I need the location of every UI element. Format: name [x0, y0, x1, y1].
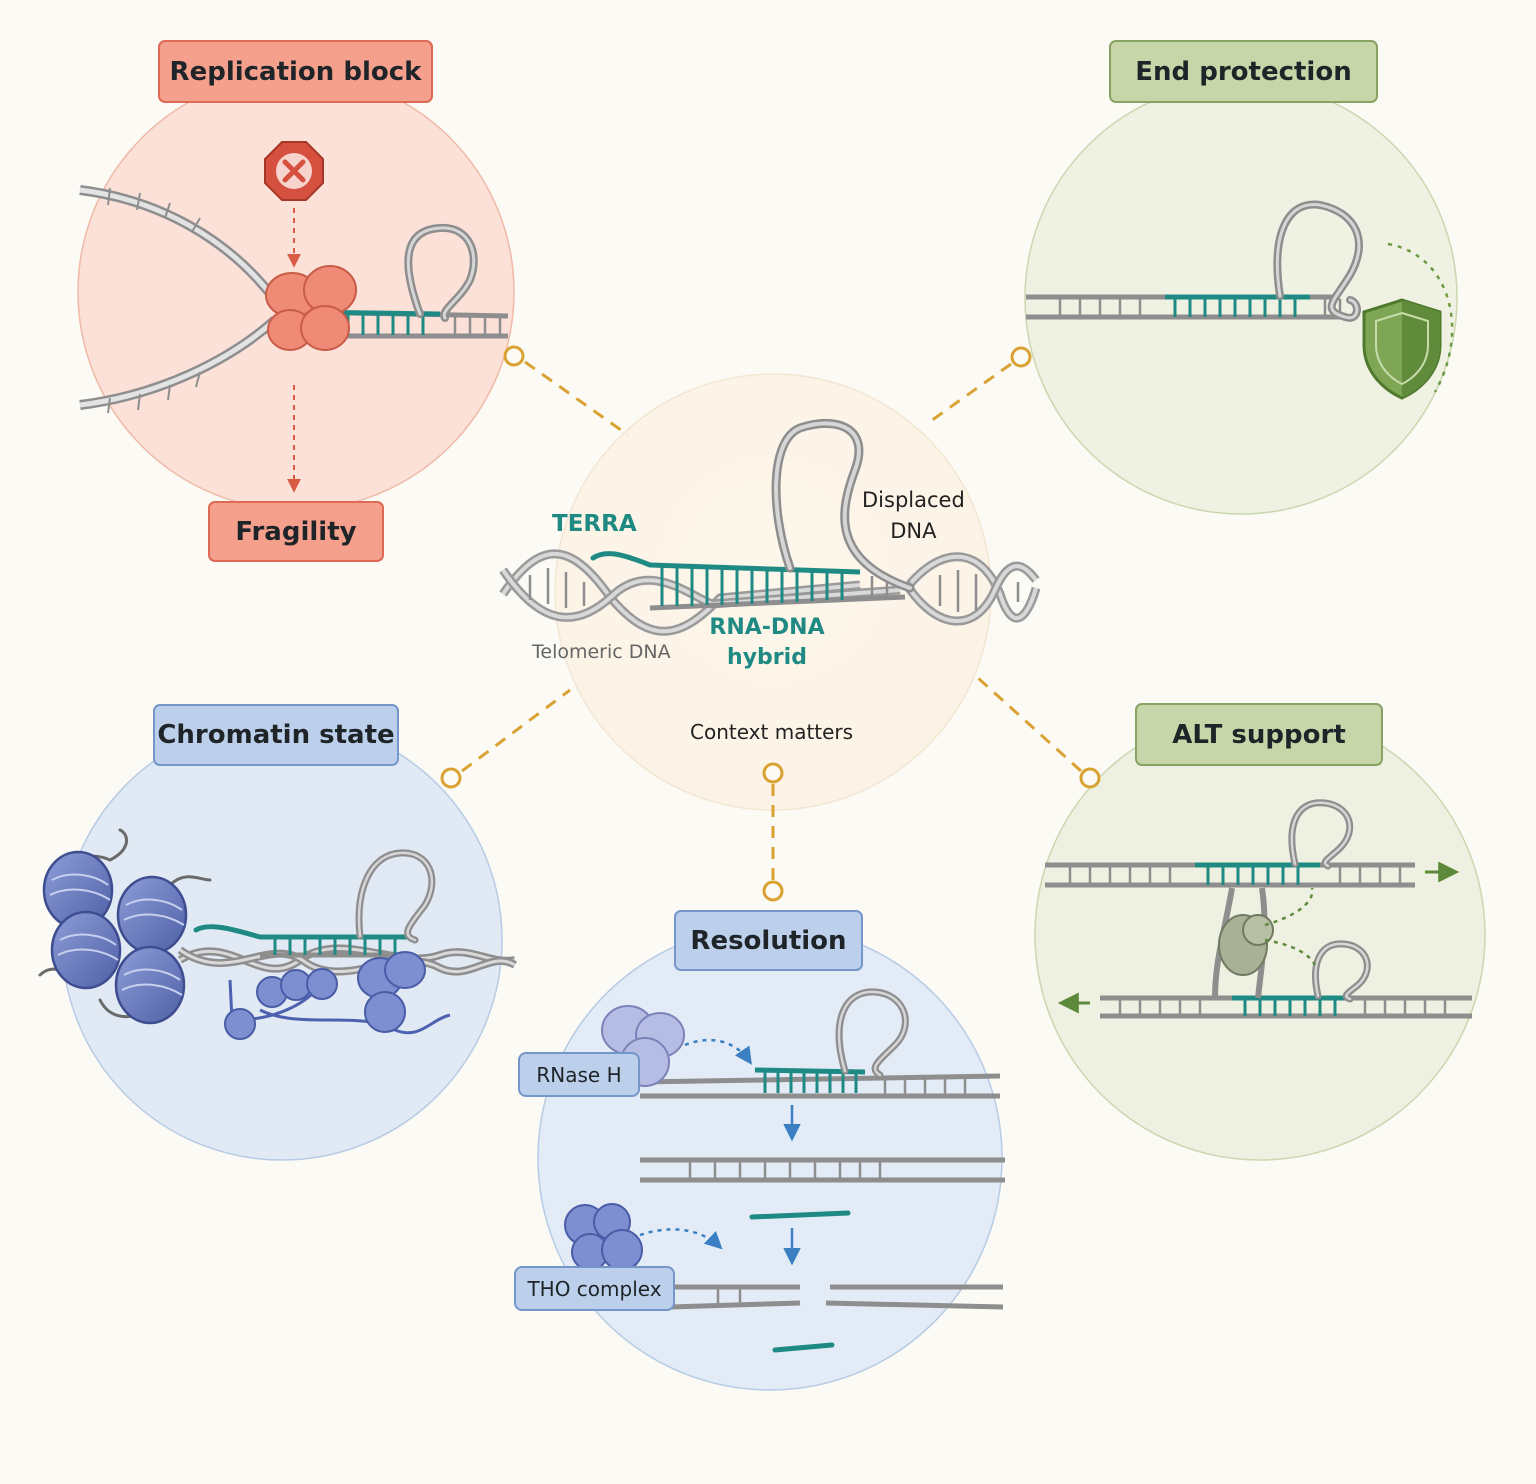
displaced-dna-line-2: DNA — [890, 519, 937, 543]
hybrid-line-1: RNA-DNA — [709, 615, 825, 640]
resolution-tag: Resolution — [674, 910, 863, 971]
connector-nodes — [440, 345, 1101, 902]
shield-icon — [1362, 298, 1442, 400]
displaced-dna-line-1: Displaced — [862, 488, 965, 512]
replisome — [265, 265, 357, 351]
terra-label: TERRA — [552, 511, 637, 537]
resolution-illustration — [564, 988, 1005, 1353]
alt-illustration — [1045, 799, 1472, 1019]
chromatin-illustration — [38, 828, 518, 1040]
protection-illustration — [1026, 200, 1454, 400]
alt-protein — [1218, 914, 1274, 976]
center-rloop — [499, 419, 1041, 636]
chromatin-state-tag: Chromatin state — [153, 704, 399, 766]
nucleosomes — [42, 850, 188, 1025]
telomeric-dna-label: Telomeric DNA — [532, 641, 671, 663]
end-protection-tag: End protection — [1109, 40, 1378, 103]
rnase-h-protein — [601, 1005, 685, 1087]
tho-complex-protein — [564, 1203, 643, 1271]
rna-dna-hybrid-label: RNA-DNA hybrid — [707, 613, 827, 673]
replication-illustration — [79, 141, 509, 493]
stop-sign-icon — [264, 141, 324, 201]
fragility-tag: Fragility — [208, 501, 384, 562]
context-matters-label: Context matters — [690, 720, 854, 744]
alt-support-tag: ALT support — [1135, 703, 1383, 766]
displaced-dna-label: Displaced DNA — [862, 485, 965, 547]
replication-block-tag: Replication block — [158, 40, 433, 103]
hybrid-line-2: hybrid — [727, 645, 807, 670]
connectors — [461, 360, 1083, 880]
tho-complex-tag: THO complex — [514, 1266, 675, 1311]
rnase-h-tag: RNase H — [518, 1052, 640, 1097]
